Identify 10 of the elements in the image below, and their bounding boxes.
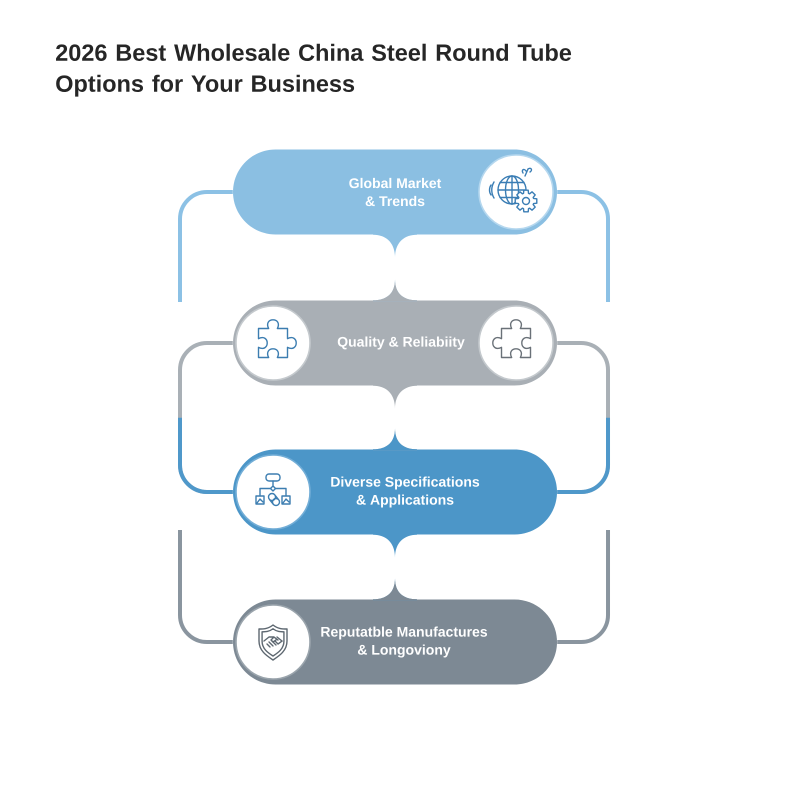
pointed-connector <box>373 384 417 450</box>
pointed-connector <box>373 534 417 600</box>
connector-line <box>557 530 610 644</box>
title: 2026 Best Wholesale China Steel Round Tube Options for Your Business <box>56 44 572 97</box>
connector-line <box>557 341 610 494</box>
connector-line <box>178 190 233 302</box>
connector-line <box>178 530 233 644</box>
connector-line <box>557 190 610 302</box>
pointed-connector <box>373 234 417 302</box>
connector-line <box>178 341 233 494</box>
